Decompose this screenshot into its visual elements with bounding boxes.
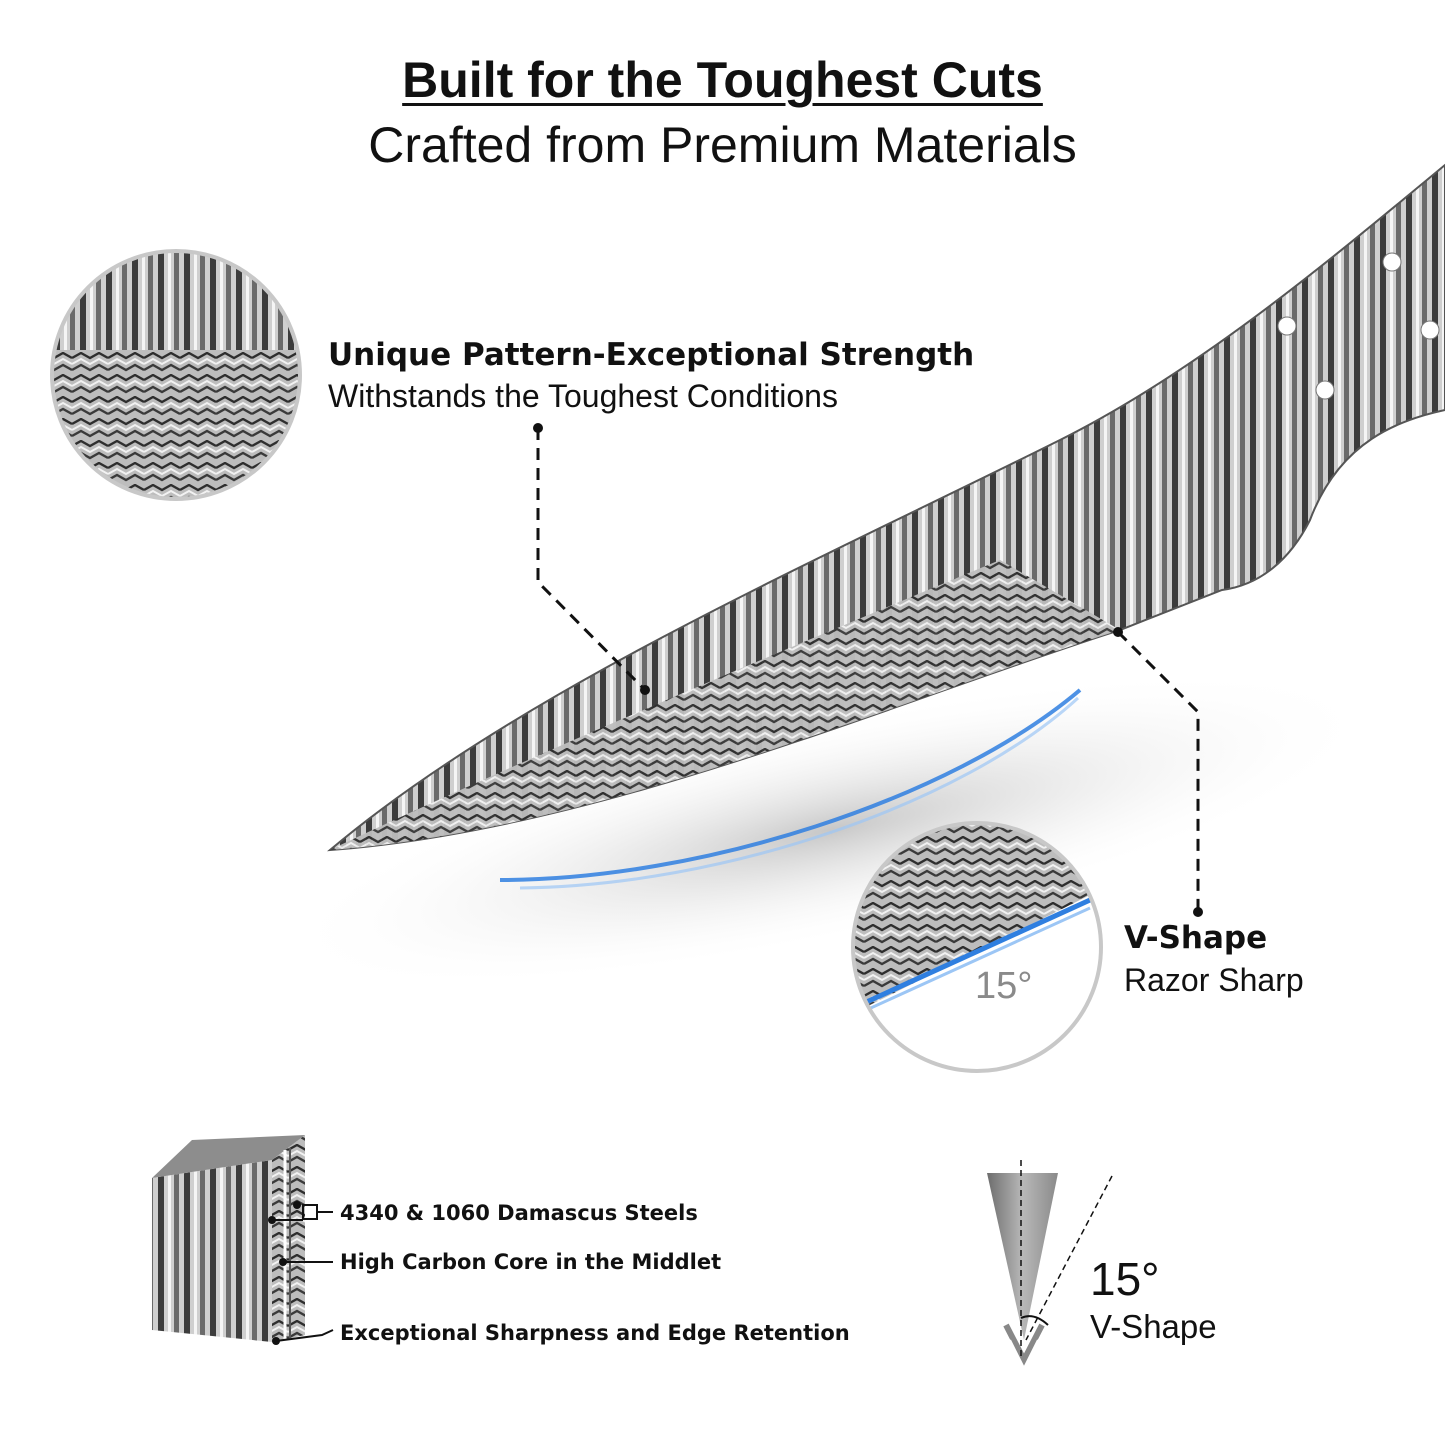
page-title: Built for the Toughest Cuts [402,52,1043,108]
v-angle-diagram [987,1160,1113,1371]
edge-zoom-circle [851,821,1103,1073]
layer-label-outer: 4340 & 1060 Damascus Steels [340,1201,698,1225]
pattern-callout-body: Withstands the Toughest Conditions [328,378,838,414]
steel-layers-block [152,1135,305,1342]
edge-callout-title: V-Shape [1124,920,1268,956]
layer-label-core: High Carbon Core in the Middlet [340,1250,722,1274]
pattern-leader-line [533,423,650,695]
edge-highlight-arc [499,688,1082,890]
layer-callout-lines [268,1201,334,1345]
blade-shadow [281,671,1379,989]
zoom-angle-label: 15° [975,965,1033,1007]
pattern-callout-title: Unique Pattern-Exceptional Strength [328,337,975,373]
pattern-zoom-circle [50,249,302,501]
angle-value: 15° [1090,1253,1160,1305]
page-subtitle: Crafted from Premium Materials [368,117,1077,173]
angle-shape-label: V-Shape [1090,1308,1217,1345]
knife-blade-image [326,163,1445,852]
layer-label-edge: Exceptional Sharpness and Edge Retention [340,1321,850,1345]
edge-leader-line [1113,627,1203,917]
edge-callout-body: Razor Sharp [1124,962,1304,998]
